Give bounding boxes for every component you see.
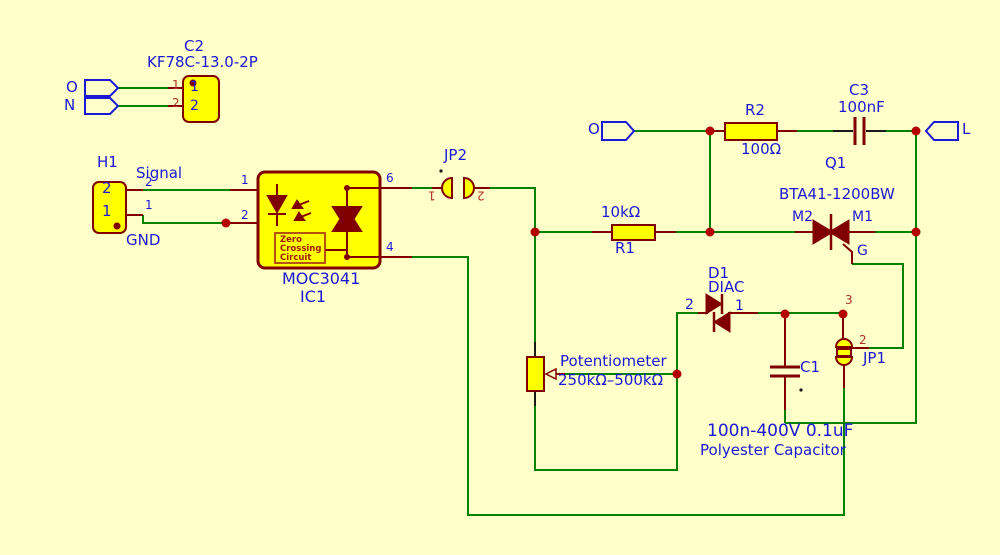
q1-terminal-m1: M1 (852, 209, 873, 225)
ic1-phototriac-icon (325, 185, 380, 260)
wire-ic4-jp1[interactable] (412, 256, 845, 516)
c2-refdes[interactable]: C2 (184, 37, 205, 55)
jp1-pin-number-2: 2 (859, 333, 867, 347)
c2-inner-label-2: 2 (190, 98, 199, 114)
c1-refdes[interactable]: C1 (800, 358, 821, 376)
ic1-zero-crossing-box (274, 232, 326, 264)
ic1-pin-number-1: 1 (241, 173, 249, 187)
jp1-jumper-symbol[interactable] (834, 338, 854, 366)
junction-dots (221, 126, 921, 379)
q1-refdes[interactable]: Q1 (825, 154, 847, 172)
r2-resistor-symbol[interactable] (724, 122, 778, 141)
potentiometer-value[interactable]: 250kΩ–500kΩ (558, 371, 664, 389)
q1-terminal-g: G (857, 243, 868, 259)
ic1-refdes[interactable]: IC1 (300, 287, 327, 306)
jp1-pad-middle[interactable] (836, 348, 852, 357)
ic1-pin-number-2: 2 (241, 208, 249, 222)
jp2-jumper-symbol[interactable] (441, 176, 475, 200)
c2-value[interactable]: KF78C-13.0-2P (147, 53, 258, 71)
ic1-pin-number-4: 4 (386, 240, 394, 254)
wire-gnd[interactable] (142, 215, 226, 224)
q1-value[interactable]: BTA41-1200BW (779, 185, 895, 203)
net-flag-l-right-shape[interactable] (924, 121, 959, 141)
r2-value[interactable]: 100Ω (741, 140, 782, 158)
h1-refdes[interactable]: H1 (97, 153, 118, 171)
net-flag-o-right-shape[interactable] (601, 121, 636, 141)
c2-inner-label-1: 1 (190, 79, 199, 95)
r1-value[interactable]: 10kΩ (601, 203, 641, 221)
jp1-refdes[interactable]: JP1 (863, 349, 887, 367)
jp2-pad-left[interactable] (441, 176, 453, 200)
c3-value[interactable]: 100nF (838, 98, 885, 116)
potentiometer-symbol[interactable] (526, 356, 557, 392)
jp1-pad-top[interactable] (834, 338, 854, 348)
net-flag-n-left-label[interactable]: N (64, 96, 76, 114)
ic1-zero-crossing-line3: Circuit (280, 253, 312, 263)
c1-note-line2[interactable]: Polyester Capacitor (700, 441, 846, 459)
wires[interactable] (118, 87, 917, 516)
c2-connector-symbol[interactable] (182, 75, 220, 123)
ic1-light-arrows-icon (291, 199, 312, 221)
c1-capacitor-symbol[interactable] (770, 365, 800, 378)
net-flag-o-left-label[interactable]: O (66, 78, 78, 96)
c3-capacitor-symbol[interactable] (853, 117, 866, 145)
r1-refdes[interactable]: R1 (615, 239, 635, 257)
net-flag-o-right-label[interactable]: O (588, 120, 600, 138)
net-label-signal[interactable]: Signal (136, 164, 183, 182)
jp2-pin-number-2: 2 (477, 188, 485, 203)
wire-jp2-node[interactable] (490, 187, 536, 232)
h1-inner-label-2: 2 (102, 179, 112, 197)
q1-gate-lead (842, 243, 853, 264)
pin-stubs (126, 87, 875, 410)
h1-inner-label-1: 1 (102, 202, 112, 220)
jp2-pin-number-1: 1 (428, 188, 436, 203)
d1-refdes[interactable]: D1 (708, 264, 730, 282)
net-flag-l-right-label[interactable]: L (962, 120, 971, 138)
c2-pin-number-2: 2 (172, 96, 180, 110)
d1-pin-number-1: 1 (735, 298, 744, 314)
q1-terminal-m2: M2 (792, 209, 813, 225)
c2-pin-number-1: 1 (172, 78, 180, 92)
ic1-moc3041-symbol[interactable] (256, 170, 382, 270)
q1-triac-symbol[interactable] (812, 214, 850, 250)
net-flag-n-left-shape[interactable] (84, 97, 120, 115)
ic1-zero-crossing-line2: Crossing (280, 244, 322, 254)
black-lead-stubs (534, 130, 886, 406)
ic1-value[interactable]: MOC3041 (282, 269, 361, 288)
h1-pin1-marker-dot (113, 222, 121, 230)
ic1-pin-number-6: 6 (386, 171, 394, 185)
h1-pin-number-2: 2 (145, 175, 153, 189)
jp2-refdes[interactable]: JP2 (444, 146, 468, 164)
c2-pin1-marker-dot (189, 79, 197, 87)
wire-pot-diac[interactable] (676, 312, 698, 374)
r1-resistor-symbol[interactable] (611, 224, 656, 241)
d1-value[interactable]: DIAC (708, 278, 745, 296)
ic1-led-icon (266, 184, 288, 226)
jp2-pad-right[interactable] (463, 176, 475, 200)
wire-gate-jp1[interactable] (852, 263, 904, 349)
r2-refdes[interactable]: R2 (745, 101, 765, 119)
net-label-gnd[interactable]: GND (126, 231, 161, 249)
c1-hidden-value-dot (799, 388, 803, 392)
jp2-hidden-value-dot (439, 169, 443, 173)
net-flag-o-left-shape[interactable] (84, 79, 120, 97)
potentiometer-wiper-arrow-icon (544, 367, 557, 381)
wire-pot-bottom-loop[interactable] (534, 374, 678, 471)
wire-right-vertical[interactable] (785, 131, 917, 424)
d1-pin-number-2: 2 (685, 297, 694, 313)
c3-refdes[interactable]: C3 (849, 81, 870, 99)
d1-diac-symbol[interactable] (705, 293, 731, 333)
jp1-pin-number-3: 3 (845, 293, 853, 307)
ic1-zero-crossing-line1: Zero (280, 235, 302, 245)
jp1-pad-bottom[interactable] (834, 356, 854, 366)
c1-note-line1[interactable]: 100n-400V 0.1uF (707, 421, 854, 441)
h1-pin-number-1: 1 (145, 198, 153, 212)
h1-header-symbol[interactable] (92, 181, 127, 234)
potentiometer-label[interactable]: Potentiometer (560, 352, 667, 370)
